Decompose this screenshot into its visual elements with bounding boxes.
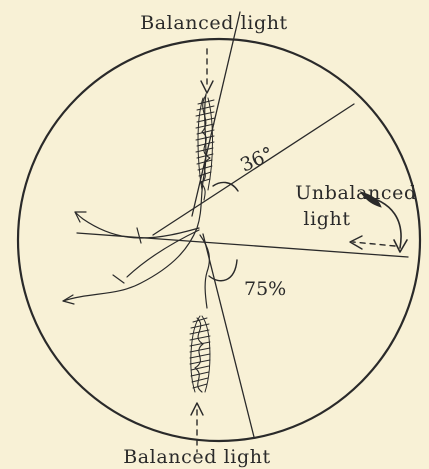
unbalanced-light-arrowhead — [349, 235, 363, 250]
bottom-light-label: Balanced light — [123, 446, 271, 468]
angle-arc-75 — [208, 259, 238, 282]
top-larva-scribble — [195, 94, 216, 201]
lower-near-vertical-line — [202, 233, 255, 438]
unbalanced-bold-tail — [359, 191, 382, 208]
unbalanced-light-arrow — [352, 241, 396, 247]
larva-path-4 — [199, 234, 210, 309]
larva-path-2-arrowhead — [74, 211, 87, 223]
unbalanced-curved-arrowhead — [393, 239, 408, 253]
arena-circle — [16, 37, 422, 443]
top-light-arrowhead — [200, 80, 214, 94]
bottom-light-arrowhead — [190, 402, 204, 416]
top-light-label: Balanced light — [140, 12, 288, 34]
larva-path-2 — [74, 211, 200, 239]
unbalanced-light-label-line1: Unbalanced — [295, 182, 416, 204]
tick-mark-1 — [136, 227, 142, 244]
tick-mark-2 — [112, 274, 125, 284]
unbalanced-light-label-line2: light — [303, 208, 350, 230]
lower-angle-label: 75% — [244, 278, 286, 300]
bottom-larva-scribble — [189, 315, 211, 393]
angle-arc-36 — [212, 181, 239, 192]
larva-path-3 — [126, 229, 200, 278]
larva-path-1-arrowhead — [62, 294, 75, 305]
angled-line-36 — [152, 103, 355, 236]
upper-angle-label: 36° — [237, 143, 277, 177]
